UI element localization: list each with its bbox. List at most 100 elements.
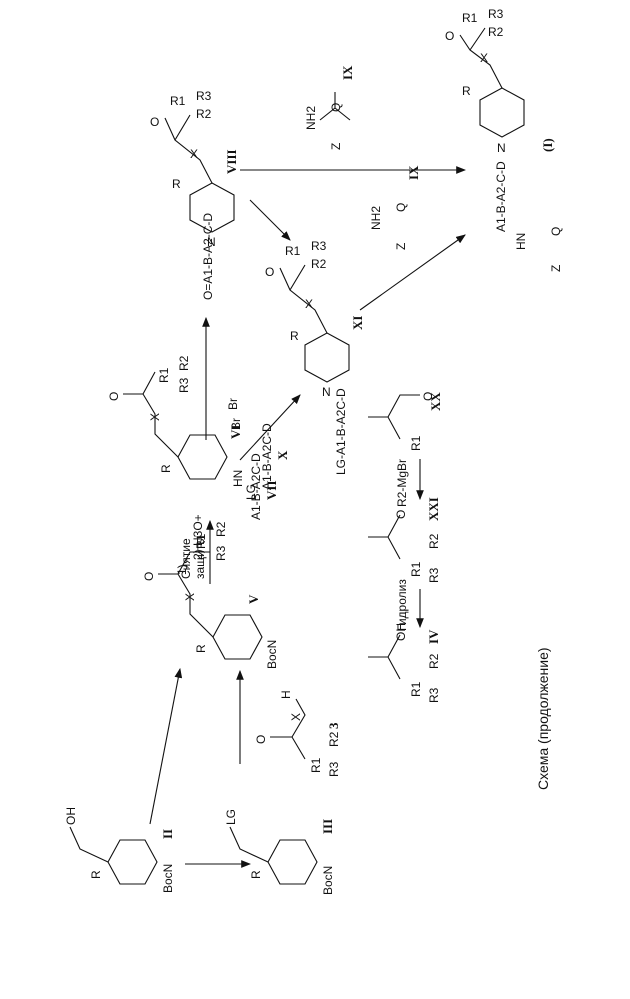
compound-iv-r3: R3 — [427, 687, 441, 703]
compound-iv: OH R1 R3 R2 IV — [368, 623, 441, 703]
compound-xxi-o: O — [394, 510, 408, 519]
compound-xi: R N X O R1 R3 R2 LG-A1-B-A2C-D XI — [265, 239, 365, 475]
compound-i: R N X O R1 R3 R2 A1-B-A2-C-D HN Z Q (I) — [445, 7, 563, 272]
reagent-step-2: 2) H3O+ — [191, 514, 205, 560]
compound-x-label: X — [275, 450, 290, 460]
reagent-step-1: 1) — [175, 564, 189, 575]
compound-3: O X H R1 R3 R2 3 — [254, 690, 341, 777]
compound-iii-label: III — [320, 819, 335, 834]
compound-ix-upper-nh2: NH2 — [304, 106, 318, 130]
compound-xx: O R1 XX — [368, 392, 443, 451]
compound-3-o: O — [254, 735, 268, 744]
compound-xxi-label: XXI — [426, 497, 441, 521]
compound-vi-x: X — [148, 413, 162, 421]
compound-i-r2: R2 — [488, 25, 504, 39]
compound-viii-r: R — [172, 177, 181, 191]
compound-xxi: O R1 R3 R2 XXI — [368, 497, 441, 583]
compound-i-z: Z — [549, 265, 563, 272]
compound-iv-r2: R2 — [427, 653, 441, 669]
compound-3-x: X — [289, 713, 303, 721]
compound-ix-lower-label: IX — [406, 165, 421, 180]
compound-vi-hn: HN — [231, 470, 245, 487]
compound-ix-upper-label: IX — [340, 65, 355, 80]
compound-xxi-r3: R3 — [427, 567, 441, 583]
compound-x-lg: LG — [244, 484, 258, 500]
compound-iii: R LG BocN III — [224, 809, 335, 895]
compound-i-r: R — [462, 84, 471, 98]
compound-viii-chain: O=A1-B-A2-C-D — [201, 213, 215, 300]
compound-xi-x: X — [305, 297, 313, 311]
compound-v-bocn: BocN — [265, 640, 279, 669]
compound-ii-label: II — [160, 829, 175, 839]
compound-viii: R N X O R1 R3 R2 O=A1-B-A2-C-D VIII — [150, 89, 239, 300]
compound-xi-ring — [305, 333, 349, 382]
compound-i-x: X — [480, 51, 488, 65]
compound-xx-r1: R1 — [409, 435, 423, 451]
compound-viii-r1: R1 — [170, 94, 186, 108]
compound-ix-lower-q: Q — [394, 203, 408, 212]
compound-i-r1: R1 — [462, 11, 478, 25]
compound-xi-r3: R3 — [311, 239, 327, 253]
compound-3-label: 3 — [326, 722, 341, 729]
compound-vi-ring — [178, 435, 227, 479]
compound-i-label: (I) — [540, 138, 555, 152]
compound-iii-ring — [268, 840, 317, 884]
compound-xx-label: XX — [428, 392, 443, 411]
compound-xi-r1: R1 — [285, 244, 301, 258]
arrow-xi-to-i — [360, 235, 465, 310]
compound-v-o: O — [142, 572, 156, 581]
compound-v-x: X — [183, 593, 197, 601]
compound-ii-ring — [108, 840, 157, 884]
compound-i-o: O — [445, 29, 454, 43]
scheme-caption: Схема (продолжение) — [535, 647, 551, 790]
compound-i-chain: A1-B-A2-C-D — [494, 161, 508, 232]
compound-viii-label: VIII — [224, 149, 239, 174]
compound-ix-upper-z: Z — [329, 143, 343, 150]
compound-3-r3: R3 — [327, 761, 341, 777]
compound-i-r3: R3 — [488, 7, 504, 21]
compound-v-r2: R2 — [214, 521, 228, 537]
compound-xxi-r2: R2 — [427, 533, 441, 549]
compound-v-ring — [213, 615, 262, 659]
compound-viii-r2: R2 — [196, 107, 212, 121]
compound-vi-r: R — [159, 464, 173, 473]
compound-v-r: R — [194, 644, 208, 653]
compound-viii-r3: R3 — [196, 89, 212, 103]
compound-ix-upper-q: Q — [329, 103, 343, 112]
compound-ii-bocn: BocN — [161, 864, 175, 893]
compound-i-q: Q — [549, 227, 563, 236]
compound-xi-chain: LG-A1-B-A2C-D — [334, 388, 348, 475]
arrow-ii-to-v — [150, 669, 180, 824]
compound-xi-label: XI — [350, 316, 365, 330]
compound-v-label: V — [246, 594, 261, 604]
compound-iii-bocn: BocN — [321, 866, 335, 895]
compound-viii-x: X — [190, 147, 198, 161]
compound-x-chain: A1-B-A2C-D — [260, 423, 274, 490]
compound-3-r1: R1 — [309, 757, 323, 773]
reagent-hydrolysis: Гидролиз — [395, 579, 409, 631]
compound-vii-br: Br — [229, 418, 243, 430]
compound-i-ring — [480, 88, 524, 137]
compound-ix-lower: NH2 Z Q IX — [369, 165, 421, 250]
compound-ix-lower-z: Z — [394, 243, 408, 250]
compound-ix-upper: NH2 Z Q IX — [304, 65, 355, 150]
compound-ii-r: R — [89, 870, 103, 879]
compound-ii-oh: OH — [64, 807, 78, 825]
compound-vi-r3: R3 — [177, 377, 191, 393]
compound-viii-o: O — [150, 115, 159, 129]
arrow-viii-to-xi — [250, 200, 290, 240]
compound-iii-lg: LG — [224, 809, 238, 825]
compound-iii-r: R — [249, 870, 263, 879]
compound-v-r3: R3 — [214, 545, 228, 561]
compound-3-r2: R2 — [327, 731, 341, 747]
compound-iv-r1: R1 — [409, 681, 423, 697]
compound-ii: R OH BocN II — [64, 807, 175, 893]
compound-xi-o: O — [265, 265, 274, 279]
compound-iv-label: IV — [426, 629, 441, 644]
compound-vi-o: O — [107, 392, 121, 401]
compound-vi: R HN X O R1 R3 R2 VI — [107, 355, 245, 487]
compound-xi-r2: R2 — [311, 257, 327, 271]
compound-xxi-r1: R1 — [409, 561, 423, 577]
compound-i-n: N — [497, 141, 506, 155]
